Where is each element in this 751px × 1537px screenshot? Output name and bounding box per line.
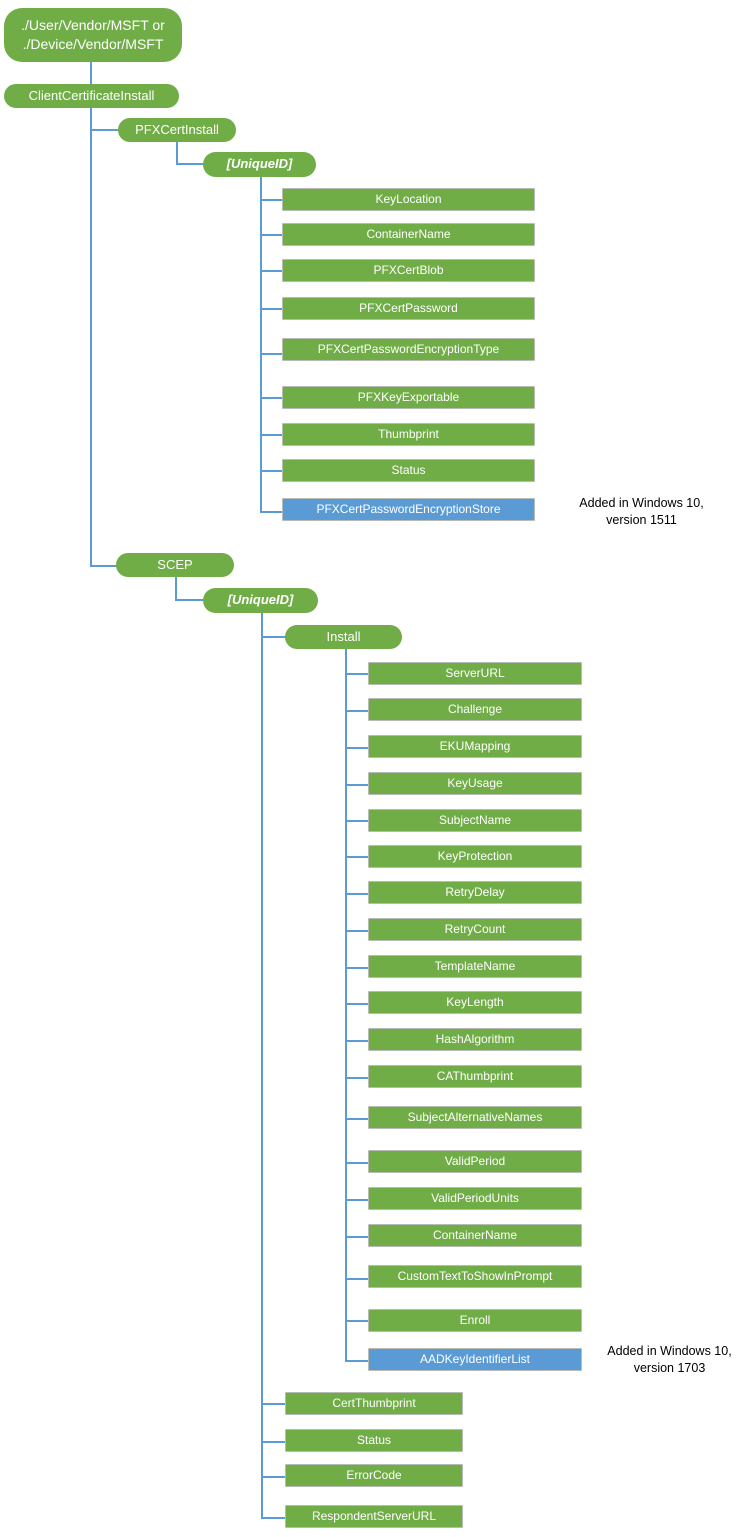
leaf-node-pfxcertblob[interactable]: PFXCertBlob xyxy=(282,259,535,282)
connector-scep-child-stub xyxy=(261,1476,287,1478)
leaf-node-containername[interactable]: ContainerName xyxy=(368,1224,582,1247)
leaf-node-ekumapping[interactable]: EKUMapping xyxy=(368,735,582,758)
connector-root-trunk xyxy=(90,62,92,566)
connector-install-child-stub xyxy=(345,893,369,895)
connector-install-child-stub xyxy=(345,1040,369,1042)
connector-install-child-stub xyxy=(345,784,369,786)
leaf-node-validperiod[interactable]: ValidPeriod xyxy=(368,1150,582,1173)
connector-install-child-stub xyxy=(345,1162,369,1164)
connector-pfx-child-stub xyxy=(260,511,284,513)
leaf-node-errorcode[interactable]: ErrorCode xyxy=(285,1464,463,1487)
node-pfx-unique-id[interactable]: [UniqueID] xyxy=(203,152,316,177)
leaf-node-pfxcertpasswordencryptionstore[interactable]: PFXCertPasswordEncryptionStore xyxy=(282,498,535,521)
connector-to-scep xyxy=(90,565,118,567)
connector-pfx-child-stub xyxy=(260,270,284,272)
leaf-node-certthumbprint[interactable]: CertThumbprint xyxy=(285,1392,463,1415)
connector-pfx-child-stub xyxy=(260,308,284,310)
connector-scep-to-uniqueid xyxy=(175,599,205,601)
leaf-node-keyusage[interactable]: KeyUsage xyxy=(368,772,582,795)
connector-scep-uniqueid-to-install xyxy=(261,636,287,638)
node-root[interactable]: ./User/Vendor/MSFT or ./Device/Vendor/MS… xyxy=(4,8,182,62)
connector-scep-child-stub xyxy=(261,1403,287,1405)
leaf-node-templatename[interactable]: TemplateName xyxy=(368,955,582,978)
leaf-node-keyprotection[interactable]: KeyProtection xyxy=(368,845,582,868)
connector-pfx-child-stub xyxy=(260,199,284,201)
connector-install-child-stub xyxy=(345,1003,369,1005)
connector-install-child-stub xyxy=(345,1360,369,1362)
connector-pfx-child-stub xyxy=(260,234,284,236)
connector-install-spine xyxy=(345,649,347,1362)
leaf-node-cathumbprint[interactable]: CAThumbprint xyxy=(368,1065,582,1088)
leaf-node-thumbprint[interactable]: Thumbprint xyxy=(282,423,535,446)
connector-install-child-stub xyxy=(345,1278,369,1280)
leaf-node-status[interactable]: Status xyxy=(285,1429,463,1452)
connector-install-child-stub xyxy=(345,1236,369,1238)
leaf-node-retrycount[interactable]: RetryCount xyxy=(368,918,582,941)
leaf-node-containername[interactable]: ContainerName xyxy=(282,223,535,246)
connector-scep-child-stub xyxy=(261,1517,287,1519)
leaf-node-pfxkeyexportable[interactable]: PFXKeyExportable xyxy=(282,386,535,409)
leaf-node-hashalgorithm[interactable]: HashAlgorithm xyxy=(368,1028,582,1051)
leaf-node-aadkeyidentifierlist[interactable]: AADKeyIdentifierList xyxy=(368,1348,582,1371)
leaf-node-serverurl[interactable]: ServerURL xyxy=(368,662,582,685)
leaf-node-enroll[interactable]: Enroll xyxy=(368,1309,582,1332)
leaf-node-pfxcertpasswordencryptiontype[interactable]: PFXCertPasswordEncryptionType xyxy=(282,338,535,361)
leaf-node-status[interactable]: Status xyxy=(282,459,535,482)
leaf-node-subjectalternativenames[interactable]: SubjectAlternativeNames xyxy=(368,1106,582,1129)
connector-install-child-stub xyxy=(345,820,369,822)
leaf-node-keylocation[interactable]: KeyLocation xyxy=(282,188,535,211)
connector-pfx-child-stub xyxy=(260,397,284,399)
connector-pfxcertinstall-to-uniqueid xyxy=(176,163,205,165)
connector-install-child-stub xyxy=(345,710,369,712)
connector-scep-child-stub xyxy=(261,1441,287,1443)
annotation-scep-added-version: Added in Windows 10, version 1703 xyxy=(607,1344,732,1375)
node-root-label-line1: ./User/Vendor/MSFT or xyxy=(21,17,165,34)
leaf-node-retrydelay[interactable]: RetryDelay xyxy=(368,881,582,904)
connector-pfx-child-stub xyxy=(260,470,284,472)
connector-pfxcertinstall-down xyxy=(176,142,178,165)
node-pfx-cert-install[interactable]: PFXCertInstall xyxy=(118,118,236,142)
leaf-node-pfxcertpassword[interactable]: PFXCertPassword xyxy=(282,297,535,320)
node-scep-install[interactable]: Install xyxy=(285,625,402,649)
connector-install-child-stub xyxy=(345,1077,369,1079)
connector-install-child-stub xyxy=(345,930,369,932)
connector-to-pfxcertinstall xyxy=(90,129,120,131)
node-scep-unique-id[interactable]: [UniqueID] xyxy=(203,588,318,613)
leaf-node-validperiodunits[interactable]: ValidPeriodUnits xyxy=(368,1187,582,1210)
leaf-node-challenge[interactable]: Challenge xyxy=(368,698,582,721)
connector-install-child-stub xyxy=(345,1320,369,1322)
leaf-node-customtexttoshowinprompt[interactable]: CustomTextToShowInPrompt xyxy=(368,1265,582,1288)
node-scep[interactable]: SCEP xyxy=(116,553,234,577)
connector-install-child-stub xyxy=(345,747,369,749)
connector-install-child-stub xyxy=(345,967,369,969)
leaf-node-keylength[interactable]: KeyLength xyxy=(368,991,582,1014)
connector-pfx-child-stub xyxy=(260,353,284,355)
connector-install-child-stub xyxy=(345,673,369,675)
connector-pfx-uniqueid-spine xyxy=(260,177,262,512)
node-root-label-line2: ./Device/Vendor/MSFT xyxy=(22,36,164,52)
connector-pfx-child-stub xyxy=(260,434,284,436)
connector-install-child-stub xyxy=(345,1199,369,1201)
connector-scep-down xyxy=(175,577,177,600)
leaf-node-subjectname[interactable]: SubjectName xyxy=(368,809,582,832)
annotation-pfx-added-version: Added in Windows 10, version 1511 xyxy=(579,496,704,527)
node-client-certificate-install[interactable]: ClientCertificateInstall xyxy=(4,84,179,108)
connector-scep-uniqueid-spine xyxy=(261,613,263,1518)
connector-install-child-stub xyxy=(345,856,369,858)
leaf-node-respondentserverurl[interactable]: RespondentServerURL xyxy=(285,1505,463,1528)
connector-install-child-stub xyxy=(345,1118,369,1120)
